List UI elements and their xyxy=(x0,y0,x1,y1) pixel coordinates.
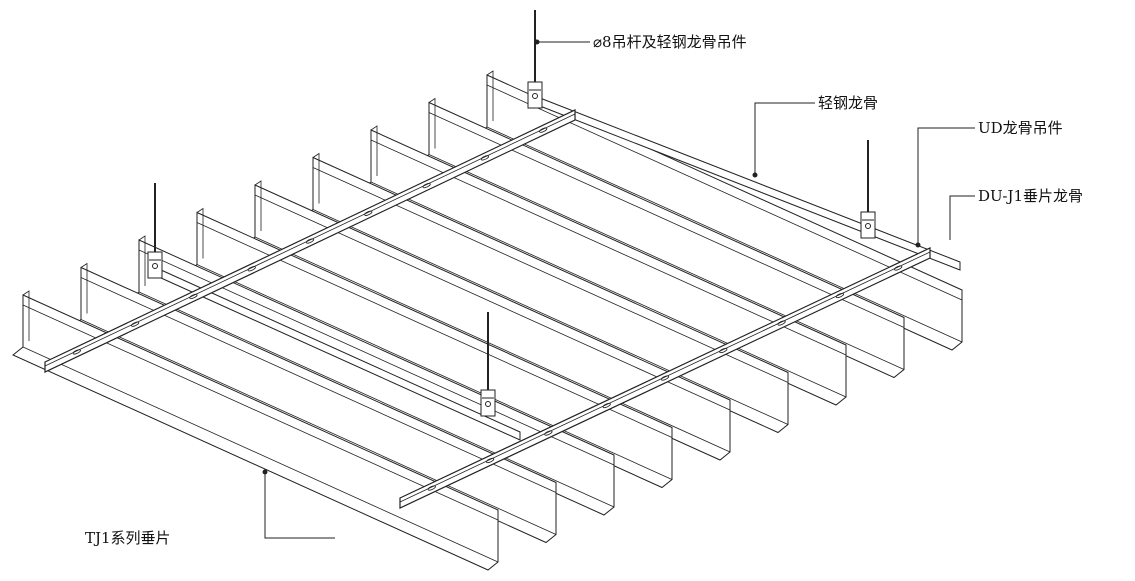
slat-bottom-fold xyxy=(196,264,673,480)
runner-slot xyxy=(486,457,495,464)
slat-bottom-fold xyxy=(312,209,789,425)
runner-slot xyxy=(777,320,786,326)
slat-end-profile xyxy=(196,207,204,259)
du-j1-keel-runner xyxy=(399,247,931,509)
slat-bottom-fold xyxy=(80,319,557,535)
runner-slot xyxy=(131,321,140,327)
runner-slot xyxy=(427,485,436,491)
label-hanger-rod: ⌀8吊杆及轻钢龙骨吊件 xyxy=(593,33,747,51)
du-j1-keel-runner xyxy=(44,109,576,373)
slat-end-profile xyxy=(22,290,30,341)
slat-end-profile xyxy=(428,97,436,149)
runner-slot xyxy=(247,266,256,272)
leader-ud-hanger xyxy=(917,127,975,245)
hanger-bolt xyxy=(865,223,871,229)
leader-light-steel-keel xyxy=(754,102,815,175)
hanger-rod xyxy=(527,10,543,109)
runner-slot xyxy=(480,155,489,161)
ud-hanger-clip xyxy=(480,389,496,417)
label-light-steel-keel: 轻钢龙骨 xyxy=(818,94,879,112)
runner-slot xyxy=(364,210,373,216)
slat-end-profile xyxy=(80,262,88,314)
hanger-rod xyxy=(480,312,496,417)
ud-hanger-clip xyxy=(860,211,876,239)
slat-bottom-fold xyxy=(486,126,963,343)
slat-end-profile xyxy=(254,180,262,231)
label-ud-hanger: UD龙骨吊件 xyxy=(978,119,1063,137)
runner-slot xyxy=(189,293,198,300)
runner-slot xyxy=(719,347,728,354)
slat-bottom-fold xyxy=(370,181,847,398)
runner-body xyxy=(44,109,576,373)
ud-hanger-clip xyxy=(147,251,163,279)
slat-end-profile xyxy=(370,125,378,176)
hanger-rods xyxy=(147,10,876,417)
label-baffle: TJ1系列垂片 xyxy=(85,529,171,547)
slat-end-profile xyxy=(312,152,320,204)
runner-slot xyxy=(305,238,315,244)
slat-bottom-fold xyxy=(138,291,615,508)
label-du-keel: DU-J1垂片龙骨 xyxy=(978,187,1084,205)
runner-slot xyxy=(660,375,670,381)
runner-slot xyxy=(835,292,844,299)
keel-runners xyxy=(44,109,931,509)
leader-baffle xyxy=(264,472,335,539)
slat-bottom-fold xyxy=(254,236,731,453)
leader-lines xyxy=(262,39,975,539)
hanger-bolt xyxy=(152,263,158,269)
runner-slot xyxy=(539,127,548,133)
hanger-bolt xyxy=(485,401,491,407)
hanger-rod xyxy=(147,183,163,279)
ud-hanger-clip xyxy=(527,81,543,109)
hanger-bolt xyxy=(532,93,538,99)
slat-end-profile xyxy=(138,235,146,286)
runner-slot xyxy=(602,402,611,409)
runner-body xyxy=(399,247,931,509)
slat-bottom-fold xyxy=(22,346,499,563)
runner-slot xyxy=(422,182,431,189)
hanger-rod xyxy=(860,140,876,239)
baffle-slat xyxy=(418,97,905,379)
slat-bottom-fold xyxy=(428,154,905,370)
runner-slot xyxy=(544,430,553,436)
baffle-slat xyxy=(302,152,789,434)
runner-slot xyxy=(894,265,903,271)
leader-du-keel xyxy=(949,195,975,240)
baffle-slat xyxy=(360,125,847,406)
slat-end-profile xyxy=(486,70,494,121)
runner-slot xyxy=(72,349,81,355)
